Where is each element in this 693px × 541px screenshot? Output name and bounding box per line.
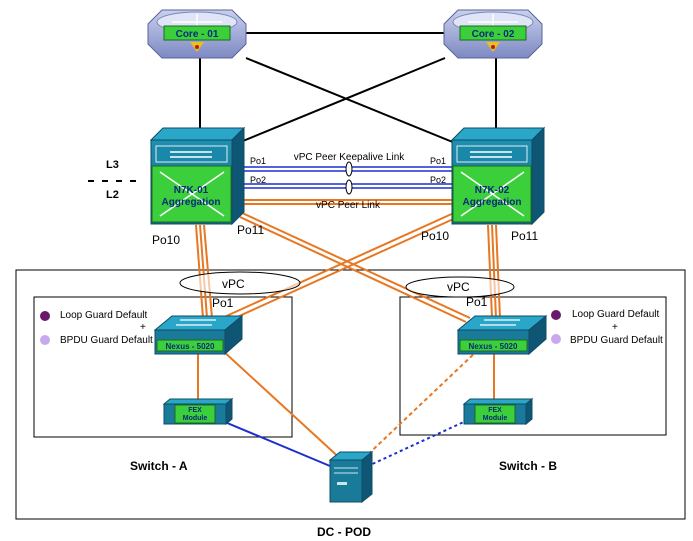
fex-b-line1: FEX <box>488 407 502 414</box>
po10-right-label: Po10 <box>421 229 449 243</box>
switch-a-bpdu-guard: BPDU Guard Default <box>60 335 153 346</box>
po2-left-label: Po2 <box>250 175 266 185</box>
po11-left-label: Po11 <box>237 223 264 237</box>
peer-link-label: vPC Peer Link <box>316 200 381 211</box>
switch-a-box <box>33 296 293 438</box>
po1-switch-b-label: Po1 <box>466 295 488 309</box>
vpc-ellipse-a <box>179 271 301 295</box>
switch-b-title: Switch - B <box>499 459 557 473</box>
switch-a-loop-guard: Loop Guard Default <box>60 310 148 321</box>
fex-a-line2: Module <box>183 415 208 422</box>
n7k-01-role: Aggregation <box>162 197 221 208</box>
fex-module-icon <box>462 397 534 426</box>
bpdu-guard-icon <box>551 334 561 344</box>
po1-switch-a-label: Po1 <box>212 296 234 310</box>
l2-label: L2 <box>106 189 119 201</box>
core-01-label: Core - 01 <box>176 29 219 40</box>
nexus-switch-b[interactable]: Nexus - 5020 <box>456 314 548 356</box>
switch-b-loop-guard: Loop Guard Default <box>572 309 660 320</box>
fex-module-icon <box>162 397 234 426</box>
nexus-switch-a[interactable]: Nexus - 5020 <box>153 314 244 356</box>
loop-guard-icon <box>551 310 561 320</box>
keepalive-label: vPC Peer Keepalive Link <box>294 152 406 163</box>
n7k-02-role: Aggregation <box>463 197 522 208</box>
aggregation-switch-icon <box>149 126 246 226</box>
n7k-02-name: N7K-02 <box>475 185 510 196</box>
bpdu-guard-icon <box>40 335 50 345</box>
server[interactable] <box>328 450 374 504</box>
fex-module-b[interactable]: FEX Module <box>462 397 534 426</box>
access-links <box>197 349 495 467</box>
core-links <box>199 32 497 144</box>
po10-left-label: Po10 <box>152 233 180 247</box>
switch-a-plus: + <box>140 322 146 333</box>
aggregation-switch-icon <box>450 126 546 226</box>
nexus-switch-icon <box>153 314 244 356</box>
vpc-ellipse-b <box>405 276 515 298</box>
nexus-a-label: Nexus - 5020 <box>166 342 215 351</box>
nexus-b-label: Nexus - 5020 <box>469 342 518 351</box>
n7k-02-switch[interactable]: N7K-02 Aggregation <box>450 126 546 226</box>
po2-right-label: Po2 <box>430 175 446 185</box>
po11-cross-links <box>221 211 471 323</box>
router-icon <box>443 9 543 59</box>
core-02-router[interactable]: Core - 02 <box>443 9 543 59</box>
po10-links <box>195 224 501 319</box>
switch-b-plus: + <box>612 322 618 333</box>
nexus-switch-icon <box>456 314 548 356</box>
switch-b-box <box>399 296 667 436</box>
dc-pod-label: DC - POD <box>317 525 371 539</box>
po1-right-label: Po1 <box>430 156 446 166</box>
switch-a-title: Switch - A <box>130 459 188 473</box>
peer-link <box>244 199 452 205</box>
po1-left-label: Po1 <box>250 156 266 166</box>
fex-b-line2: Module <box>483 415 508 422</box>
core-02-label: Core - 02 <box>472 29 515 40</box>
server-icon <box>328 450 374 504</box>
po11-right-label: Po11 <box>511 229 538 243</box>
router-icon <box>147 9 247 59</box>
fex-a-line1: FEX <box>188 407 202 414</box>
vpc-label-a: vPC <box>222 277 245 291</box>
dc-pod-box <box>15 269 686 520</box>
vpc-label-b: vPC <box>447 280 470 294</box>
fex-module-a[interactable]: FEX Module <box>162 397 234 426</box>
switch-b-bpdu-guard: BPDU Guard Default <box>570 335 663 346</box>
loop-guard-icon <box>40 311 50 321</box>
core-01-router[interactable]: Core - 01 <box>147 9 247 59</box>
n7k-01-switch[interactable]: N7K-01 Aggregation <box>149 126 246 226</box>
n7k-01-name: N7K-01 <box>174 185 209 196</box>
l3-label: L3 <box>106 159 119 171</box>
